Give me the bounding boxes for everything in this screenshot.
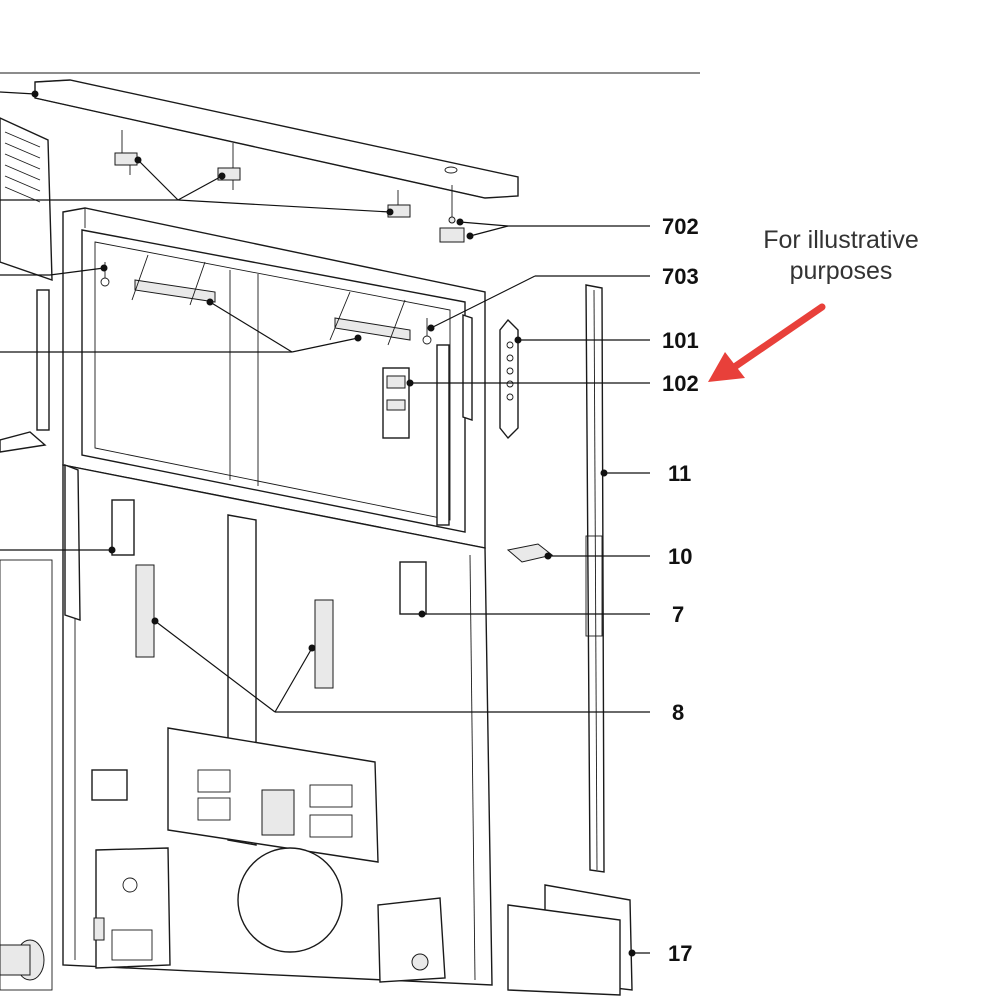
callout-17: 17 — [668, 941, 692, 966]
leader-dots — [31, 90, 636, 957]
vertical-rail-11 — [585, 284, 605, 873]
box-17 — [507, 884, 633, 996]
lower-fixtures — [91, 727, 446, 983]
latch-assembly — [382, 314, 473, 526]
note-line-2: purposes — [790, 257, 893, 285]
hinge-brackets — [114, 130, 465, 243]
top-cover-bar — [34, 79, 519, 199]
leader-lines — [0, 91, 650, 954]
callout-8: 8 — [672, 700, 684, 725]
hanger-rails — [100, 254, 432, 346]
callout-101: 101 — [662, 328, 699, 353]
left-vent-panel — [0, 117, 53, 991]
callout-703: 703 — [662, 264, 699, 289]
callout-7: 7 — [672, 602, 684, 627]
red-arrow-icon — [708, 303, 826, 382]
note-line-1: For illustrative — [763, 226, 919, 254]
callout-102: 102 — [662, 371, 699, 396]
callout-10: 10 — [668, 544, 692, 569]
control-bar-101 — [499, 318, 519, 440]
illustrative-note: For illustrative purposes — [708, 226, 919, 382]
lower-back-panel — [62, 463, 493, 986]
callout-702: 702 — [662, 214, 699, 239]
part-callouts: 702 703 101 102 11 10 7 8 17 — [662, 214, 699, 966]
callout-11: 11 — [668, 461, 691, 486]
plate-10 — [506, 543, 554, 563]
round-duct-opening — [237, 847, 343, 953]
